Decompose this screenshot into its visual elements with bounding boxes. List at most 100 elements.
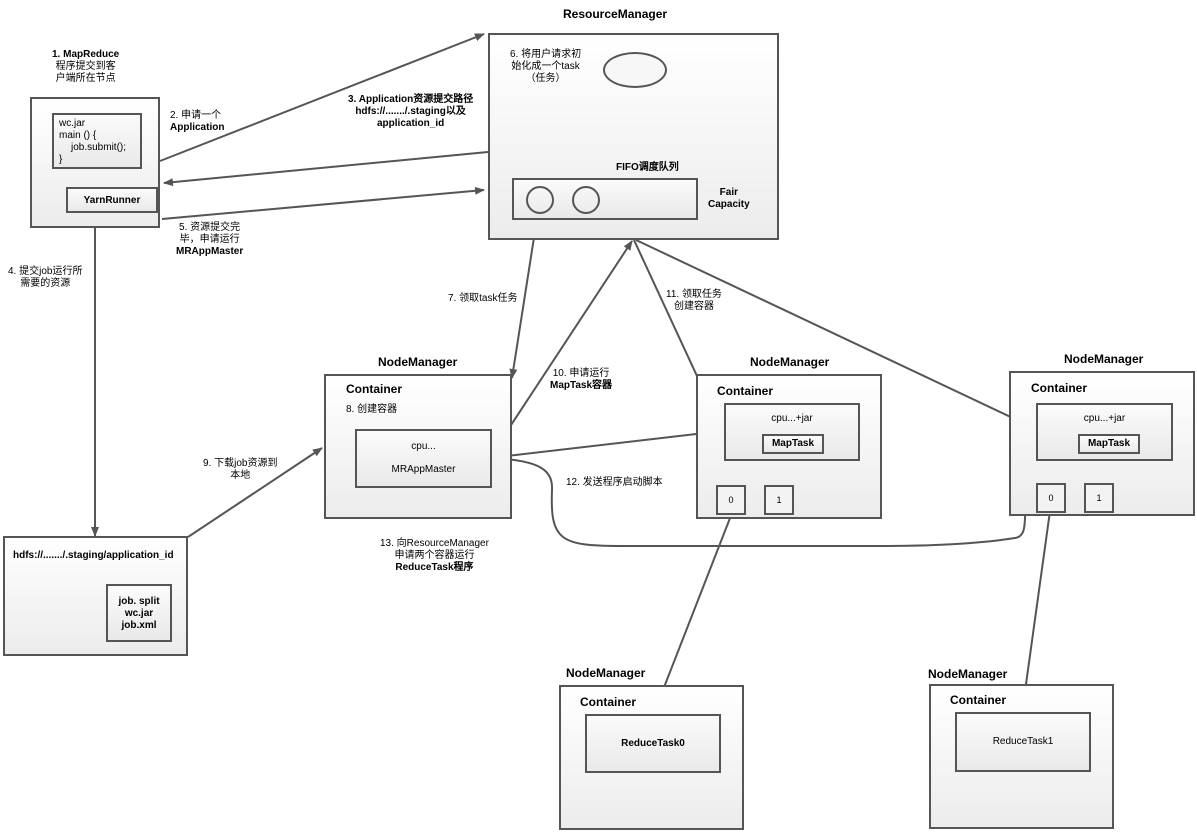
step10-line2: MapTask容器 [550,380,613,391]
hdfs-path: hdfs://......./.staging/application_id [13,550,174,561]
step13-line2: 申请两个容器运行 [394,550,475,561]
container-label: Container [346,382,403,396]
partition-0: 0 [1036,483,1066,513]
maptask: MapTask [762,434,824,454]
job-files: job. split wc.jar job.xml [106,584,172,642]
client-node: wc.jar main () { job.submit(); } YarnRun… [30,97,160,228]
yarn-runner: YarnRunner [66,187,158,213]
mrappmaster-label: MRAppMaster [391,464,456,475]
code-line: job.submit(); [71,142,127,153]
resource-manager: 6. 将用户请求初 始化成一个task （任务） FIFO调度队列 Fair C… [488,33,779,240]
nodemanager-map2: Container cpu...+jar MapTask 0 1 [1009,371,1195,516]
step6-label: 6. 将用户请求初 始化成一个task （任务） [510,49,581,85]
maptask-container: cpu...+jar MapTask [1036,403,1173,461]
container-label: Container [717,384,774,398]
step4-line1: 4. 提交job运行所 [8,266,83,277]
step5-line3: MRAppMaster [176,246,244,257]
queue-slot-icon [526,186,554,214]
mrappmaster-container: cpu... MRAppMaster [355,429,492,488]
step2-line1: 2. 申请一个 [170,110,222,121]
nodemanager-map2-title: NodeManager [1064,352,1144,366]
maptask: MapTask [1078,434,1140,454]
step3-line2: hdfs://......./.staging以及 [355,106,466,117]
arrow-step9 [187,447,323,538]
step11-line1: 11. 领取任务 [666,289,722,300]
nodemanager-map1: Container cpu...+jar MapTask 0 1 [696,374,882,519]
step10-line1: 10. 申请运行 [552,368,610,379]
step1-label: 1. MapReduce 程序提交到客 户端所在节点 [52,49,119,85]
code-box: wc.jar main () { job.submit(); } [52,113,142,169]
reducetask0: ReduceTask0 [585,714,721,773]
step5-line2: 毕，申请运行 [179,234,240,245]
step4-line2: 需要的资源 [20,278,71,289]
step13-label: 13. 向ResourceManager 申请两个容器运行 ReduceTask… [380,538,489,574]
nodemanager-map1-title: NodeManager [750,355,830,369]
cpu-label: cpu...+jar [771,413,813,424]
step2-line2: Application [170,122,225,133]
queue-slot-icon [572,186,600,214]
step2-label: 2. 申请一个 Application [170,110,224,134]
step7-label: 7. 领取task任务 [448,293,518,304]
container-label: Container [950,693,1007,707]
nodemanager-reduce0: Container ReduceTask0 [559,685,744,830]
step13-line3: ReduceTask程序 [395,562,474,573]
step1-line1: 1. MapReduce [52,49,120,60]
step6-line3: （任务） [525,73,566,84]
step5-line1: 5. 资源提交完 [179,222,241,233]
hdfs-staging: hdfs://......./.staging/application_id j… [3,536,188,656]
fifo-queue [512,178,698,220]
step3-line3: application_id [376,118,445,129]
maptask-container: cpu...+jar MapTask [724,403,860,461]
file-job-split: job. split [118,596,160,607]
nodemanager-reduce1: Container ReduceTask1 [929,684,1114,829]
step10-label: 10. 申请运行 MapTask容器 [550,368,612,392]
step12-label: 12. 发送程序启动脚本 [566,477,663,488]
step9-line2: 本地 [230,470,251,481]
step1-line3: 户端所在节点 [55,73,116,84]
step13-line1: 13. 向ResourceManager [380,538,489,549]
nodemanager-am-title: NodeManager [378,355,458,369]
task-ellipse [603,52,667,88]
step1-line2: 程序提交到客 [55,61,116,72]
step9-line1: 9. 下载job资源到 [203,458,278,469]
container-label: Container [1031,381,1088,395]
file-job-xml: job.xml [121,620,157,631]
arrow-am-to-map1 [489,428,723,459]
arrow-step11-map2 [635,239,1035,429]
arrow-partition-to-reduce0 [653,512,733,714]
nodemanager-reduce0-title: NodeManager [566,666,646,680]
container-label: Container [580,695,637,709]
cpu-label: cpu...+jar [1083,413,1126,424]
step11-label: 11. 领取任务 创建容器 [666,289,722,313]
arrow-step3 [163,151,489,187]
step8-label: 8. 创建容器 [346,404,398,415]
nodemanager-am: Container 8. 创建容器 cpu... MRAppMaster [324,374,512,519]
code-line: } [59,154,63,165]
step4-label: 4. 提交job运行所 需要的资源 [8,266,82,290]
step3-line1: 3. Application资源提交路径 [348,94,474,105]
partition-0: 0 [716,485,746,515]
step6-line1: 6. 将用户请求初 [510,49,582,60]
resource-manager-title: ResourceManager [563,7,668,21]
fifo-queue-label: FIFO调度队列 [616,162,679,173]
arrow-step5 [161,186,485,220]
partition-1: 1 [1084,483,1114,513]
file-wc-jar: wc.jar [124,608,154,619]
scheduler-capacity: Capacity [708,199,750,210]
arrow-step2 [159,33,485,162]
step5-label: 5. 资源提交完 毕，申请运行 MRAppMaster [176,222,243,258]
code-line: main () { [59,130,97,141]
partition-1: 1 [764,485,794,515]
reducetask1: ReduceTask1 [955,712,1091,772]
scheduler-fair: Fair [719,187,739,198]
scheduler-options: Fair Capacity [708,187,750,211]
nodemanager-reduce1-title: NodeManager [928,667,1008,681]
step3-label: 3. Application资源提交路径 hdfs://......./.sta… [348,94,473,130]
arrow-partition-to-reduce1 [1019,510,1051,714]
step11-line2: 创建容器 [673,301,714,312]
cpu-label: cpu... [411,441,436,452]
step9-label: 9. 下载job资源到 本地 [203,458,277,482]
arrow-step10 [489,240,633,458]
step6-line2: 始化成一个task [511,61,580,72]
code-line: wc.jar [59,118,86,129]
